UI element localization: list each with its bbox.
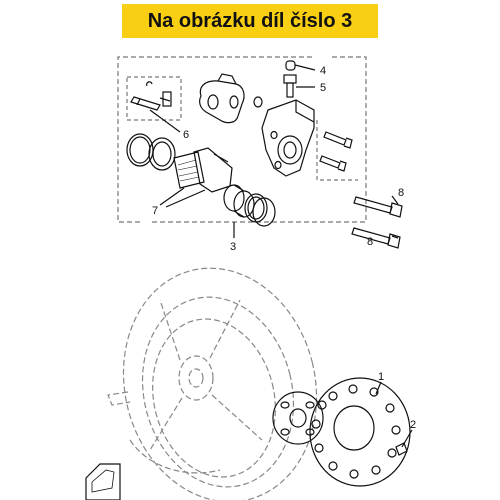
banner-title: Na obrázku díl číslo 3 xyxy=(147,9,353,32)
callout-8-lower: 8 xyxy=(367,236,373,248)
bolt-subframe xyxy=(316,120,358,181)
leader-7a xyxy=(159,187,185,206)
bolt-8b xyxy=(351,227,401,249)
piston-seals-left xyxy=(126,133,176,171)
bolt-upper-b xyxy=(319,155,347,172)
leader-1 xyxy=(375,381,382,395)
leader-7b xyxy=(165,189,206,208)
callout-6: 6 xyxy=(183,129,189,141)
piston-right xyxy=(223,184,255,218)
bleed-screw xyxy=(283,74,315,98)
callout-2: 2 xyxy=(410,419,416,431)
brake-disc xyxy=(309,377,411,487)
leader-8b xyxy=(391,235,399,239)
callout-5: 5 xyxy=(320,82,326,94)
bolt-8a xyxy=(353,196,403,218)
caliper-bracket xyxy=(199,73,245,124)
callout-8-upper: 8 xyxy=(398,187,404,199)
bolt-upper-a xyxy=(323,131,353,149)
bleed-cap xyxy=(285,60,316,71)
disc-bolt xyxy=(395,429,413,456)
small-seal xyxy=(253,96,263,108)
front-arrow-marker xyxy=(85,463,121,500)
caliper-body xyxy=(261,99,315,177)
highlight-banner: Na obrázku díl číslo 3 xyxy=(122,4,378,38)
callout-4: 4 xyxy=(320,65,326,77)
hub-flange xyxy=(272,391,324,445)
callout-7: 7 xyxy=(152,205,158,217)
callout-3: 3 xyxy=(230,241,236,253)
wheel-outline xyxy=(107,267,318,500)
pad-pin-clip xyxy=(130,81,172,111)
callout-1: 1 xyxy=(378,371,384,383)
leader-8a xyxy=(391,195,399,205)
brake-pads xyxy=(173,147,233,193)
leader-6 xyxy=(149,109,181,133)
piston-seals-right xyxy=(244,193,276,227)
